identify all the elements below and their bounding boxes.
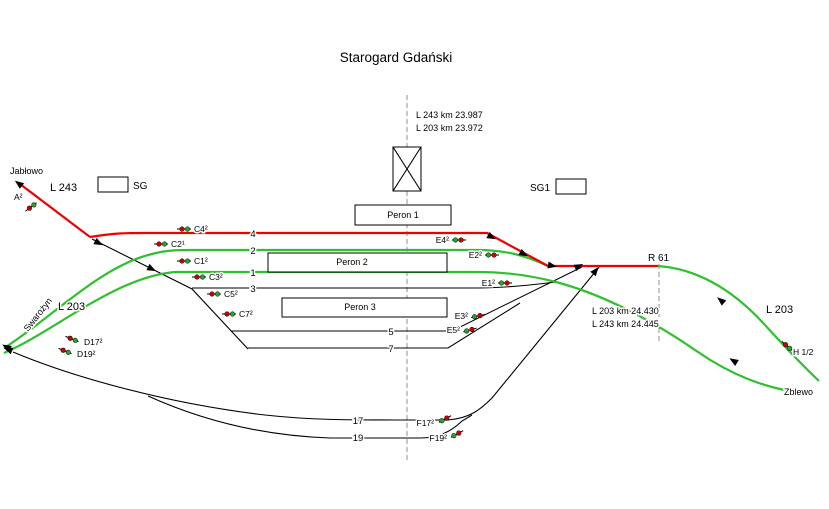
- signal-d19-label: D19²: [77, 349, 96, 359]
- switch-marker: [486, 231, 496, 240]
- platform-peron1-label: Peron 1: [387, 210, 419, 220]
- signal-box-sg1-label: SG1: [530, 183, 550, 194]
- signal-c3-label: C3²: [209, 272, 223, 282]
- line-l203-right-label: L 203: [766, 304, 793, 316]
- switch-marker: [146, 263, 157, 272]
- endpoint-jablowo-label: Jabłowo: [10, 166, 43, 176]
- track-number-17: 17: [353, 416, 364, 427]
- track-4-red: [89, 231, 658, 268]
- signal-box-sg-label: SG: [133, 181, 148, 192]
- km-marker-right-1: L 203 km 24.430: [592, 306, 659, 316]
- signal-f17-icon: [438, 415, 452, 424]
- signal-box-sg1: SG1: [530, 178, 587, 195]
- direction-arrow: [14, 180, 25, 189]
- track-2-green: [3, 248, 549, 349]
- signal-box-sg: SG: [97, 176, 148, 193]
- signal-c5-icon: [207, 291, 221, 297]
- platform-peron3-label: Peron 3: [344, 302, 376, 312]
- signal-h-icon: [781, 340, 793, 352]
- signal-e1-icon: [498, 280, 512, 286]
- km-marker-center-1: L 243 km 23.987: [416, 110, 483, 120]
- switch-marker: [573, 264, 584, 272]
- signal-e2-label: E2²: [469, 250, 482, 260]
- signal-c2-label: C2¹: [171, 239, 185, 249]
- signal-e3-label: E3²: [455, 311, 468, 321]
- track-number-1: 1: [250, 268, 255, 279]
- track-number-19: 19: [353, 433, 364, 444]
- signal-c5-label: C5²: [224, 289, 238, 299]
- track-number-4: 4: [250, 229, 255, 240]
- signal-a-label: A²: [14, 192, 23, 202]
- switch-marker: [518, 248, 528, 257]
- main-line-right-green: [657, 264, 820, 382]
- track-7: [248, 302, 521, 349]
- direction-arrow: [717, 297, 727, 306]
- track-ladder-left: [91, 238, 249, 350]
- switch-marker: [547, 261, 557, 269]
- track-number-2: 2: [250, 246, 255, 257]
- signal-e1-label: E1²: [482, 278, 495, 288]
- platform-peron1: Peron 1: [354, 204, 452, 226]
- signal-e5-icon: [463, 326, 477, 334]
- level-crossing-icon: [392, 146, 422, 192]
- track-19-loop: [147, 395, 473, 439]
- boundary-r61-label: R 61: [648, 253, 670, 264]
- track-number-5: 5: [388, 327, 393, 338]
- direction-arrow: [729, 358, 739, 366]
- track-number-7: 7: [388, 344, 393, 355]
- signal-e5-label: E5²: [447, 325, 460, 335]
- track-1-green: [3, 270, 809, 396]
- signal-f19-icon: [450, 430, 464, 439]
- jablowo-branch-red: [19, 183, 91, 238]
- track-3: [192, 281, 557, 289]
- switch-marker: [590, 267, 599, 277]
- signal-e4-icon: [452, 237, 466, 243]
- endpoint-zblewo-label: Zblewo: [784, 387, 813, 397]
- signal-e3-icon: [471, 313, 485, 320]
- signal-c4-icon: [177, 226, 191, 232]
- track-5: [231, 266, 583, 332]
- signal-f19-label: F19²: [430, 433, 448, 443]
- signal-c7-icon: [222, 311, 236, 317]
- km-marker-right-2: L 243 km 24.445: [592, 319, 659, 329]
- line-l203-left-label: L 203: [58, 301, 85, 313]
- signal-c4-label: C4²: [194, 224, 208, 234]
- signal-c1-label: C1²: [194, 256, 208, 266]
- signal-c2-icon: [154, 241, 168, 247]
- signal-f17-label: F17²: [417, 418, 435, 428]
- track-number-3: 3: [250, 284, 255, 295]
- signal-e4-label: E4²: [436, 235, 449, 245]
- platform-peron3: Peron 3: [281, 297, 448, 318]
- platform-peron2-label: Peron 2: [336, 257, 368, 267]
- station-title: Starogard Gdański: [340, 50, 453, 65]
- km-marker-center-2: L 203 km 23.972: [416, 123, 483, 133]
- direction-arrow: [2, 344, 12, 353]
- signal-d17-icon: [65, 335, 79, 343]
- platform-peron2: Peron 2: [267, 252, 448, 273]
- track-17-loop: [12, 265, 601, 421]
- signal-d17-label: D17²: [84, 337, 103, 347]
- switch-marker: [93, 237, 103, 246]
- signal-d19-icon: [58, 347, 72, 355]
- signal-h-label: H 1/2: [793, 347, 814, 357]
- signal-c3-icon: [192, 274, 206, 280]
- signal-c7-label: C7²: [239, 309, 253, 319]
- signal-e2-icon: [485, 252, 499, 258]
- line-l243-left-label: L 243: [50, 182, 77, 194]
- signal-a-icon: [25, 202, 37, 212]
- signal-c1-icon: [177, 258, 191, 264]
